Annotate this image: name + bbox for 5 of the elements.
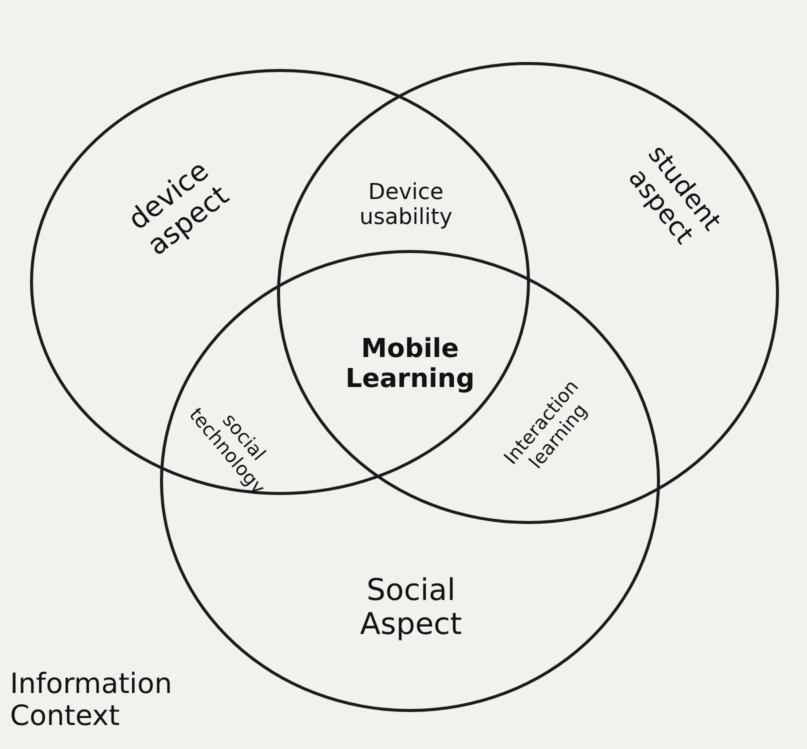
- region-label: Mobile Learning: [346, 335, 475, 395]
- venn-circle: [277, 62, 779, 524]
- region-label: Information Context: [10, 668, 172, 732]
- region-label: Device usability: [360, 180, 452, 230]
- circle-label: Social Aspect: [360, 574, 462, 642]
